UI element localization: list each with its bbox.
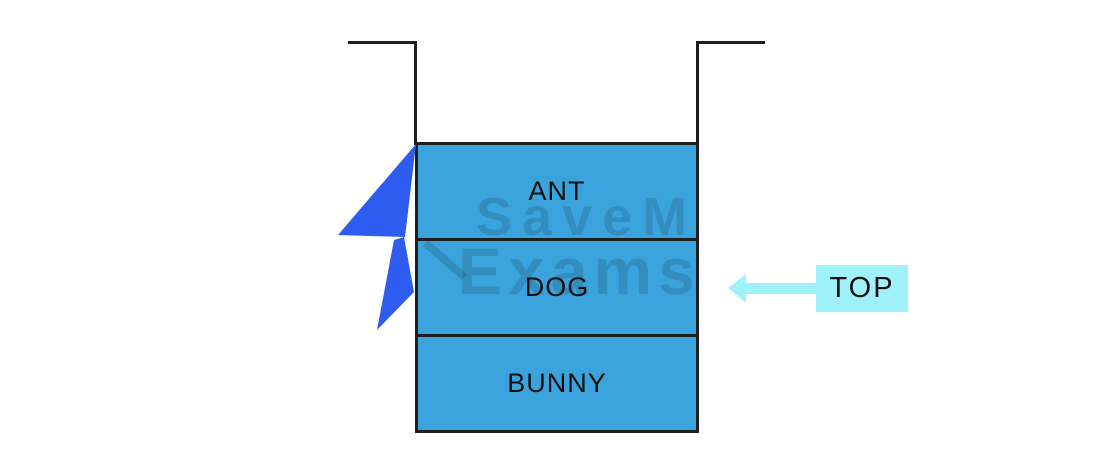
top-pointer-arrow-head — [728, 274, 746, 303]
push-arrow-shaft — [377, 237, 414, 330]
stack-cell-bottom: BUNNY — [418, 334, 696, 430]
container-right-lip — [697, 41, 765, 44]
stack-cell-label: DOG — [524, 272, 590, 302]
top-pointer-arrow-icon — [728, 274, 817, 303]
stack-cell-top: ANT — [418, 145, 696, 238]
container-left-wall — [414, 41, 417, 145]
top-pointer-label: TOP — [829, 272, 895, 304]
stack-cell-middle: DOG — [418, 238, 696, 334]
push-arrow-icon — [338, 144, 416, 330]
stack-container: SaveMy Exams ANT DOG BUNNY — [415, 142, 699, 433]
watermark-line-2: Exams — [458, 234, 699, 308]
stack-cell-label: BUNNY — [507, 368, 607, 398]
stack-cell-label: ANT — [528, 176, 586, 206]
top-pointer-arrow-shaft — [746, 283, 817, 294]
container-right-wall — [696, 41, 699, 145]
push-arrow-head — [338, 144, 416, 237]
top-pointer-box: TOP — [816, 265, 908, 312]
container-left-lip — [348, 41, 417, 44]
watermark-line-1: SaveMy — [476, 187, 698, 247]
